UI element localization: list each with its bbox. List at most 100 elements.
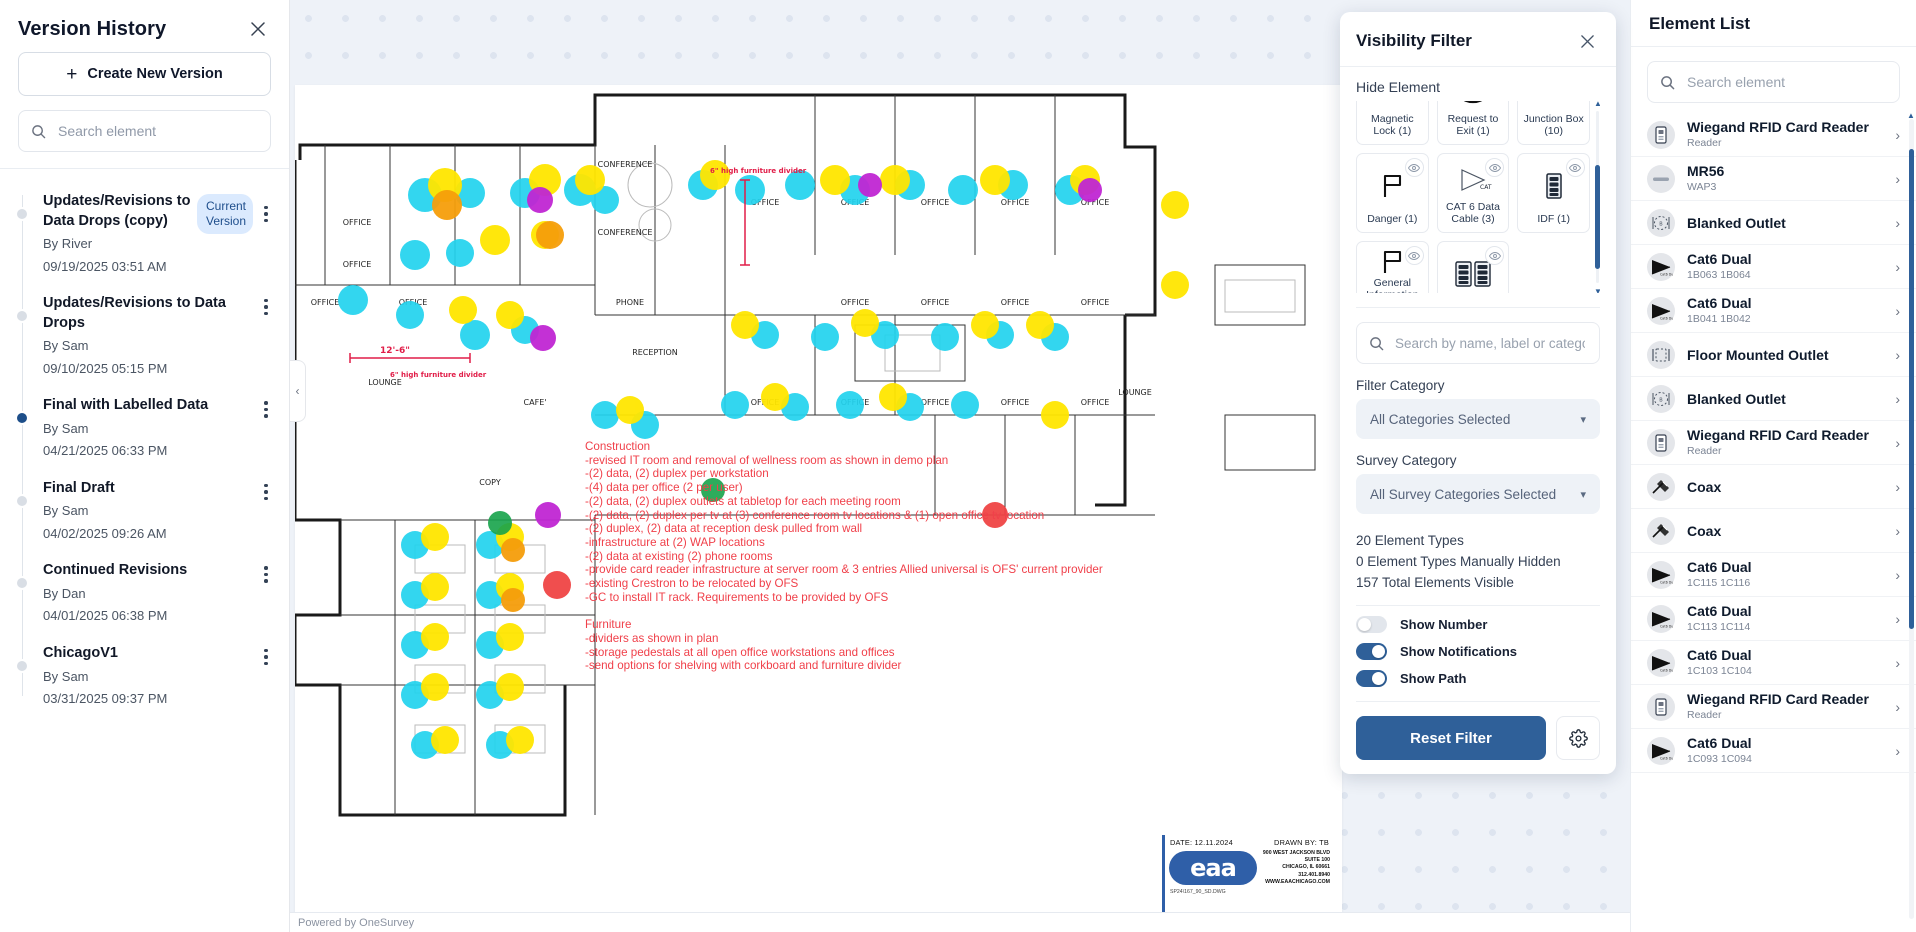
chevron-right-icon[interactable]: › — [1895, 126, 1900, 143]
toggle-switch[interactable] — [1356, 670, 1387, 687]
element-type-card[interactable]: General Information (1) — [1356, 241, 1429, 293]
survey-category-select[interactable]: All Survey Categories Selected ▾ — [1356, 474, 1600, 514]
element-types-scrollbar[interactable]: ▲ ▼ — [1594, 101, 1600, 293]
cat6-cable-icon: CAT 6 — [1441, 158, 1506, 201]
chevron-right-icon[interactable]: › — [1895, 522, 1900, 539]
construction-notes: Construction -revised IT room and remova… — [585, 440, 1103, 673]
scrollbar-thumb[interactable] — [1595, 165, 1600, 269]
element-list-scrollbar[interactable]: ▲ — [1907, 113, 1915, 919]
element-sub-label: 1B063 1B064 — [1687, 269, 1751, 281]
reset-filter-button[interactable]: Reset Filter — [1356, 716, 1546, 760]
element-type-card[interactable]: JJunction Box (10) — [1517, 101, 1590, 145]
plus-icon: + — [66, 63, 78, 85]
element-type-card[interactable]: Request to Exit (1) — [1436, 101, 1510, 145]
element-type-card[interactable]: Danger (1) — [1356, 153, 1429, 233]
chevron-right-icon[interactable]: › — [1895, 478, 1900, 495]
version-author: By River — [43, 236, 93, 252]
element-list-search-input[interactable] — [1685, 73, 1887, 91]
element-types-grid: Magnetic Lock (1)Request to Exit (1)JJun… — [1356, 101, 1590, 293]
chevron-right-icon[interactable]: › — [1895, 258, 1900, 275]
element-list-item[interactable]: Coax› — [1631, 465, 1916, 509]
version-options-button[interactable] — [257, 296, 275, 318]
chevron-right-icon[interactable]: › — [1895, 698, 1900, 715]
chevron-right-icon[interactable]: › — [1895, 390, 1900, 407]
chevron-right-icon[interactable]: › — [1895, 742, 1900, 759]
cat6-dual-icon: Cat6 Dual — [1647, 252, 1675, 281]
filter-category-label: Filter Category — [1356, 378, 1445, 393]
scroll-up-arrow-icon[interactable]: ▲ — [1594, 101, 1600, 108]
scroll-down-arrow-icon[interactable]: ▼ — [1594, 287, 1600, 293]
scrollbar-thumb[interactable] — [1909, 149, 1914, 629]
element-list-panel: Element List Wiegand RFID Card ReaderRea… — [1630, 0, 1916, 932]
chevron-right-icon[interactable]: › — [1895, 302, 1900, 319]
visibility-filter-panel: Visibility Filter Hide Element Magnetic … — [1340, 12, 1616, 774]
element-types-scroll-area[interactable]: Magnetic Lock (1)Request to Exit (1)JJun… — [1356, 101, 1600, 293]
version-options-button[interactable] — [257, 646, 275, 668]
eye-icon[interactable] — [1404, 246, 1424, 265]
chevron-right-icon[interactable]: › — [1895, 170, 1900, 187]
version-options-button[interactable] — [257, 563, 275, 585]
element-type-card[interactable]: MDF (1) — [1436, 241, 1510, 293]
chevron-right-icon[interactable]: › — [1895, 654, 1900, 671]
eye-icon[interactable] — [1485, 158, 1505, 177]
svg-text:B: B — [1659, 397, 1663, 403]
element-type-card[interactable]: Magnetic Lock (1) — [1356, 101, 1429, 145]
element-list-search-box[interactable] — [1647, 61, 1900, 103]
chevron-right-icon[interactable]: › — [1895, 566, 1900, 583]
visibility-filter-search-input[interactable] — [1393, 334, 1587, 352]
version-options-button[interactable] — [257, 481, 275, 503]
scroll-up-arrow-icon[interactable]: ▲ — [1907, 113, 1915, 120]
chevron-right-icon[interactable]: › — [1895, 214, 1900, 231]
chevron-right-icon[interactable]: › — [1895, 346, 1900, 363]
eye-icon[interactable] — [1565, 158, 1585, 177]
toggle-row[interactable]: Show Number — [1356, 616, 1600, 633]
close-icon[interactable] — [1574, 28, 1600, 54]
element-list-item[interactable]: Floor Mounted Outlet› — [1631, 333, 1916, 377]
filter-category-select[interactable]: All Categories Selected ▾ — [1356, 399, 1600, 439]
svg-text:6" high furniture divider: 6" high furniture divider — [390, 371, 487, 379]
version-item[interactable]: Updates/Revisions to Data Drops (copy)By… — [0, 183, 289, 285]
version-options-button[interactable] — [257, 203, 275, 225]
toggle-switch[interactable] — [1356, 643, 1387, 660]
gear-icon[interactable] — [1556, 716, 1600, 760]
chevron-right-icon[interactable]: › — [1895, 610, 1900, 627]
toggle-row[interactable]: Show Notifications — [1356, 643, 1600, 660]
collapse-sidebar-handle[interactable]: ‹ — [290, 360, 306, 422]
element-list-item[interactable]: Coax› — [1631, 509, 1916, 553]
version-search-input[interactable] — [56, 122, 258, 140]
close-icon[interactable] — [245, 16, 271, 42]
element-type-card[interactable]: IDF (1) — [1517, 153, 1590, 233]
visibility-filter-search-box[interactable] — [1356, 322, 1600, 364]
create-new-version-button[interactable]: + Create New Version — [18, 52, 271, 96]
eye-icon[interactable] — [1404, 158, 1424, 177]
element-type-card[interactable]: CAT 6CAT 6 Data Cable (3) — [1436, 153, 1510, 233]
chevron-right-icon[interactable]: › — [1895, 434, 1900, 451]
version-search-box[interactable] — [18, 110, 271, 152]
toggle-row[interactable]: Show Path — [1356, 670, 1600, 687]
toggle-switch[interactable] — [1356, 616, 1387, 633]
eye-icon[interactable] — [1485, 246, 1505, 265]
element-name: Wiegand RFID Card Reader — [1687, 691, 1869, 707]
address-line: CHICAGO, IL 60661 — [1282, 864, 1330, 871]
version-options-button[interactable] — [257, 398, 275, 420]
